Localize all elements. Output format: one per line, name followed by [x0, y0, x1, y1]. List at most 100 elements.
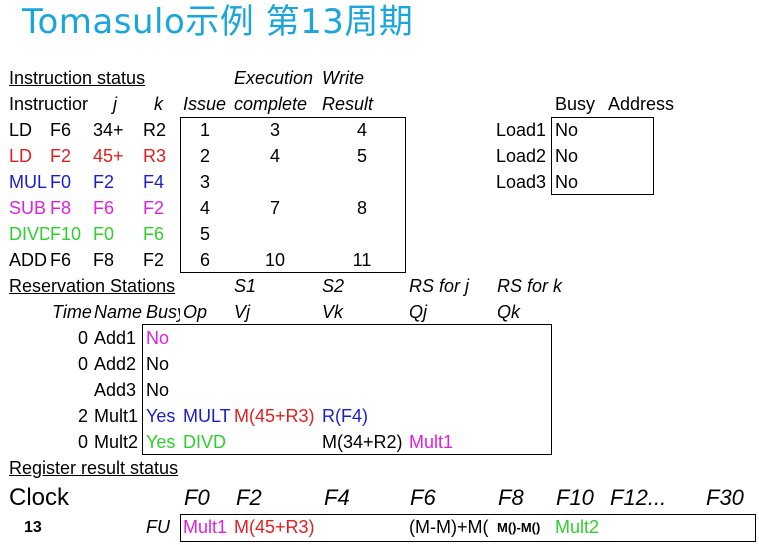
rs-name: Add1	[94, 328, 137, 348]
rs-busy: Yes	[146, 406, 176, 426]
rs-busy: Yes	[146, 432, 176, 452]
rs-name: Add3	[94, 380, 137, 400]
load-buffer-name: Load2	[496, 146, 547, 166]
instruction-dest: F6	[50, 120, 72, 140]
write-result-cycle: 11	[352, 250, 372, 270]
instruction-k: R3	[143, 146, 167, 166]
register-fu-box	[180, 514, 756, 542]
rs-vk: R(F4)	[322, 406, 368, 426]
rs-header-busy: Busy	[146, 302, 180, 322]
rs-op: MULT	[183, 406, 231, 426]
instruction-dest: F10	[50, 224, 82, 244]
fu-f10: Mult2	[555, 517, 600, 537]
fu-f8: M()-M()	[497, 520, 541, 535]
instruction-k: F6	[143, 224, 165, 244]
write-result-cycle: 4	[356, 120, 368, 140]
reservation-stations-box	[142, 324, 552, 455]
issue-cycle: 4	[199, 198, 211, 218]
rs-header-s2: S2	[322, 276, 345, 296]
instruction-k: F2	[143, 250, 165, 270]
clock-label: Clock	[9, 484, 70, 511]
issue-cycle: 2	[199, 146, 211, 166]
instruction-j: F6	[93, 198, 115, 218]
rs-header-s1: S1	[234, 276, 257, 296]
rs-qj: Mult1	[409, 432, 454, 452]
load-buffer-name: Load3	[496, 172, 547, 192]
instruction-j: F2	[93, 172, 115, 192]
instruction-dest: F6	[50, 250, 72, 270]
rs-header-qj: Qj	[409, 302, 427, 322]
instruction-dest: F0	[50, 172, 72, 192]
rs-header-op: Op	[183, 302, 208, 322]
reservation-stations-heading: Reservation Stations	[9, 276, 176, 296]
load-header-busy: Busy	[555, 94, 596, 114]
rs-vk: M(34+R2)	[322, 432, 403, 452]
register-header-f2: F2	[236, 485, 262, 510]
instruction-j: F8	[93, 250, 115, 270]
instruction-status-box	[180, 117, 406, 273]
instruction-op: DIVD	[9, 224, 49, 244]
instruction-k: F2	[143, 198, 165, 218]
rs-busy: No	[146, 354, 170, 374]
exec-complete-cycle: 3	[269, 120, 281, 140]
rs-name: Mult1	[94, 406, 139, 426]
issue-cycle: 5	[199, 224, 211, 244]
instruction-j: F0	[93, 224, 115, 244]
instruction-status-heading: Instruction status	[9, 68, 146, 88]
rs-vj: M(45+R3)	[234, 406, 315, 426]
register-status-heading: Register result status	[9, 458, 179, 478]
instruction-dest: F2	[50, 146, 72, 166]
rs-time: 2	[77, 406, 88, 426]
instruction-op: ADD	[9, 250, 48, 270]
rs-time: 0	[77, 432, 88, 452]
fu-label: FU	[146, 517, 170, 537]
load-buffer-box	[551, 117, 654, 195]
issue-cycle: 6	[199, 250, 211, 270]
register-header-f8: F8	[498, 485, 524, 510]
rs-time: 0	[77, 354, 88, 374]
rs-header-name: Name	[94, 302, 143, 322]
header-instruction: Instructior	[9, 94, 89, 114]
load-header-address: Address	[608, 94, 675, 114]
register-header-f0: F0	[184, 485, 210, 510]
exec-complete-cycle: 4	[269, 146, 281, 166]
instruction-j: 34+	[93, 120, 124, 140]
rs-header-qk: Qk	[497, 302, 521, 322]
issue-cycle: 3	[199, 172, 211, 192]
load-buffer-busy: No	[555, 172, 579, 192]
exec-complete-cycle: 7	[269, 198, 281, 218]
fu-f6: (M-M)+M(	[409, 517, 489, 537]
write-result-cycle: 8	[356, 198, 368, 218]
instruction-op: LD	[9, 120, 33, 140]
register-header-f12: F12...	[610, 485, 667, 510]
rs-name: Mult2	[94, 432, 139, 452]
rs-header-vk: Vk	[322, 302, 344, 322]
load-buffer-busy: No	[555, 146, 579, 166]
header-k: k	[154, 94, 163, 114]
header-result: Result	[322, 94, 374, 114]
rs-busy: No	[146, 380, 170, 400]
exec-complete-cycle: 10	[264, 250, 286, 270]
rs-op: DIVD	[183, 432, 227, 452]
rs-busy: No	[146, 328, 170, 348]
load-buffer-busy: No	[555, 120, 579, 140]
load-buffer-name: Load1	[496, 120, 547, 140]
rs-header-rsj: RS for j	[409, 276, 470, 296]
instruction-j: 45+	[93, 146, 124, 166]
register-header-f30: F30	[706, 485, 744, 510]
header-execution: Execution	[234, 68, 314, 88]
instruction-op: LD	[9, 146, 33, 166]
header-write: Write	[322, 68, 364, 88]
instruction-dest: F8	[50, 198, 72, 218]
rs-time: 0	[77, 328, 88, 348]
instruction-op: MUL	[9, 172, 48, 192]
instruction-k: R2	[143, 120, 167, 140]
instruction-op: SUB	[9, 198, 47, 218]
rs-header-vj: Vj	[234, 302, 251, 322]
fu-f0: Mult1	[183, 517, 228, 537]
header-j: j	[113, 94, 117, 114]
rs-name: Add2	[94, 354, 137, 374]
clock-value: 13	[24, 519, 42, 536]
register-header-f10: F10	[556, 485, 594, 510]
